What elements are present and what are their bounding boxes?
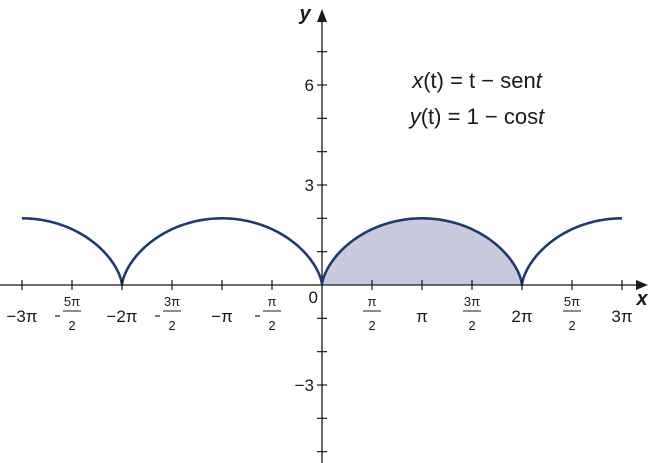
x-axis-title: x: [635, 288, 648, 310]
x-tick-label-0: −3π: [6, 307, 37, 326]
equation-y: y(t) = 1 − cost: [408, 104, 545, 129]
x-tick-den-6: 2: [368, 318, 375, 333]
shaded-area: [322, 218, 522, 285]
x-axis-arrow: [636, 280, 648, 290]
y-tick-label-0: 6: [305, 76, 314, 95]
origin-label: 0: [309, 288, 318, 307]
x-tick-label-7: π: [416, 307, 428, 326]
y-tick-label-2: −3: [295, 376, 314, 395]
x-tick-den-10: 2: [568, 318, 575, 333]
x-tick-label-11: 3π: [611, 307, 632, 326]
y-axis-title: y: [298, 3, 311, 25]
x-tick-label-9: 2π: [511, 307, 532, 326]
x-tick-num-10: 5π: [564, 294, 580, 309]
x-tick-num-1: 5π: [64, 294, 80, 309]
x-tick-den-8: 2: [468, 318, 475, 333]
x-tick-label-4: −π: [211, 307, 233, 326]
x-tick-num-3: 3π: [164, 294, 180, 309]
x-tick-label-2: −2π: [106, 307, 137, 326]
y-axis-arrow: [317, 9, 327, 22]
x-tick-num-8: 3π: [464, 294, 480, 309]
y-tick-label-1: 3: [305, 176, 314, 195]
x-tick-den-1: 2: [68, 318, 75, 333]
x-tick-num-6: π: [368, 294, 377, 309]
equation-x: x(t) = t − sent: [411, 68, 543, 93]
x-tick-num-5: π: [268, 294, 277, 309]
x-tick-den-5: 2: [268, 318, 275, 333]
x-tick-den-3: 2: [168, 318, 175, 333]
